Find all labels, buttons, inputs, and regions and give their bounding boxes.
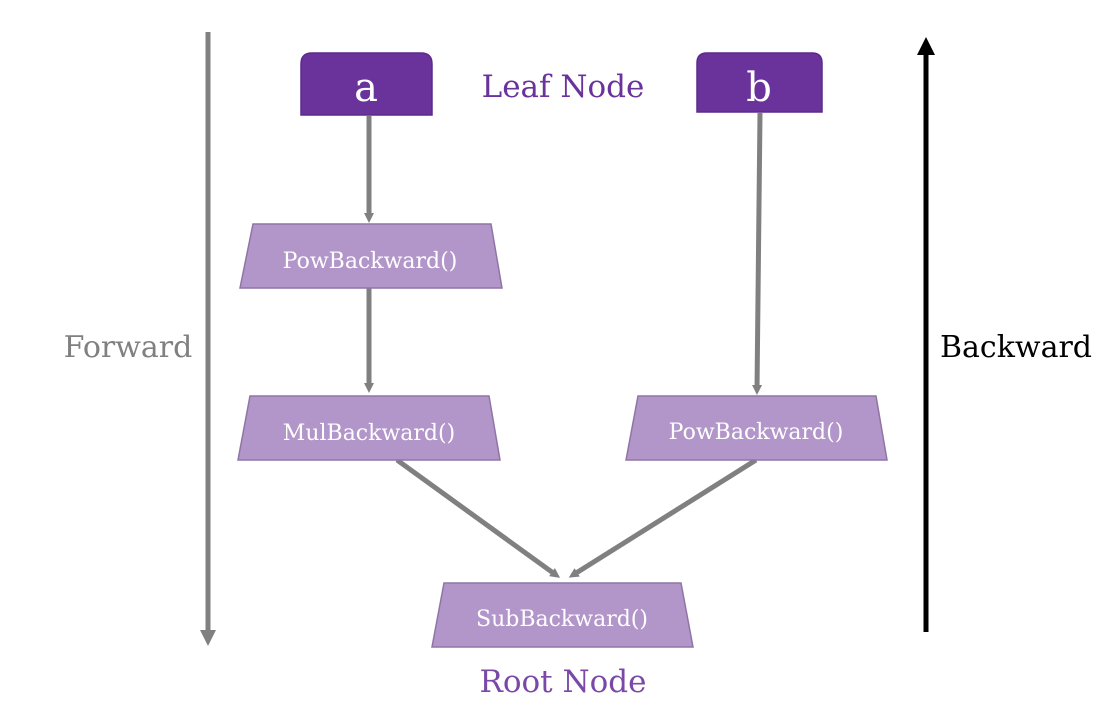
- sub-backward-node: SubBackward(): [431, 582, 694, 648]
- edge-mulbackward-to-subbackward: [395, 457, 561, 578]
- pow-backward-node-a: PowBackward(): [239, 223, 503, 289]
- mul-backward-node-label: MulBackward(): [283, 421, 455, 446]
- mul-backward-node: MulBackward(): [237, 395, 501, 461]
- forward-direction: Forward: [64, 32, 216, 646]
- root-node-caption: Root Node: [480, 664, 647, 700]
- pow-backward-node-a-label: PowBackward(): [283, 249, 458, 274]
- sub-backward-node-label: SubBackward(): [476, 607, 648, 632]
- forward-label: Forward: [64, 330, 193, 365]
- edge-powbackward-to-subbackward: [568, 457, 758, 578]
- edge-b-to-powbackward: [752, 112, 763, 395]
- edges: [364, 112, 763, 578]
- pow-backward-node-b-label: PowBackward(): [669, 420, 844, 445]
- pow-backward-node-b: PowBackward(): [625, 395, 888, 461]
- leaf-node-b: b: [696, 52, 823, 113]
- leaf-node-caption: Leaf Node: [482, 69, 645, 105]
- leaf-node-a: a: [300, 52, 433, 116]
- leaf-node-b-label: b: [746, 65, 772, 111]
- backward-direction: Backward: [917, 37, 1092, 632]
- leaf-node-a-label: a: [354, 65, 378, 111]
- backward-label: Backward: [940, 330, 1092, 365]
